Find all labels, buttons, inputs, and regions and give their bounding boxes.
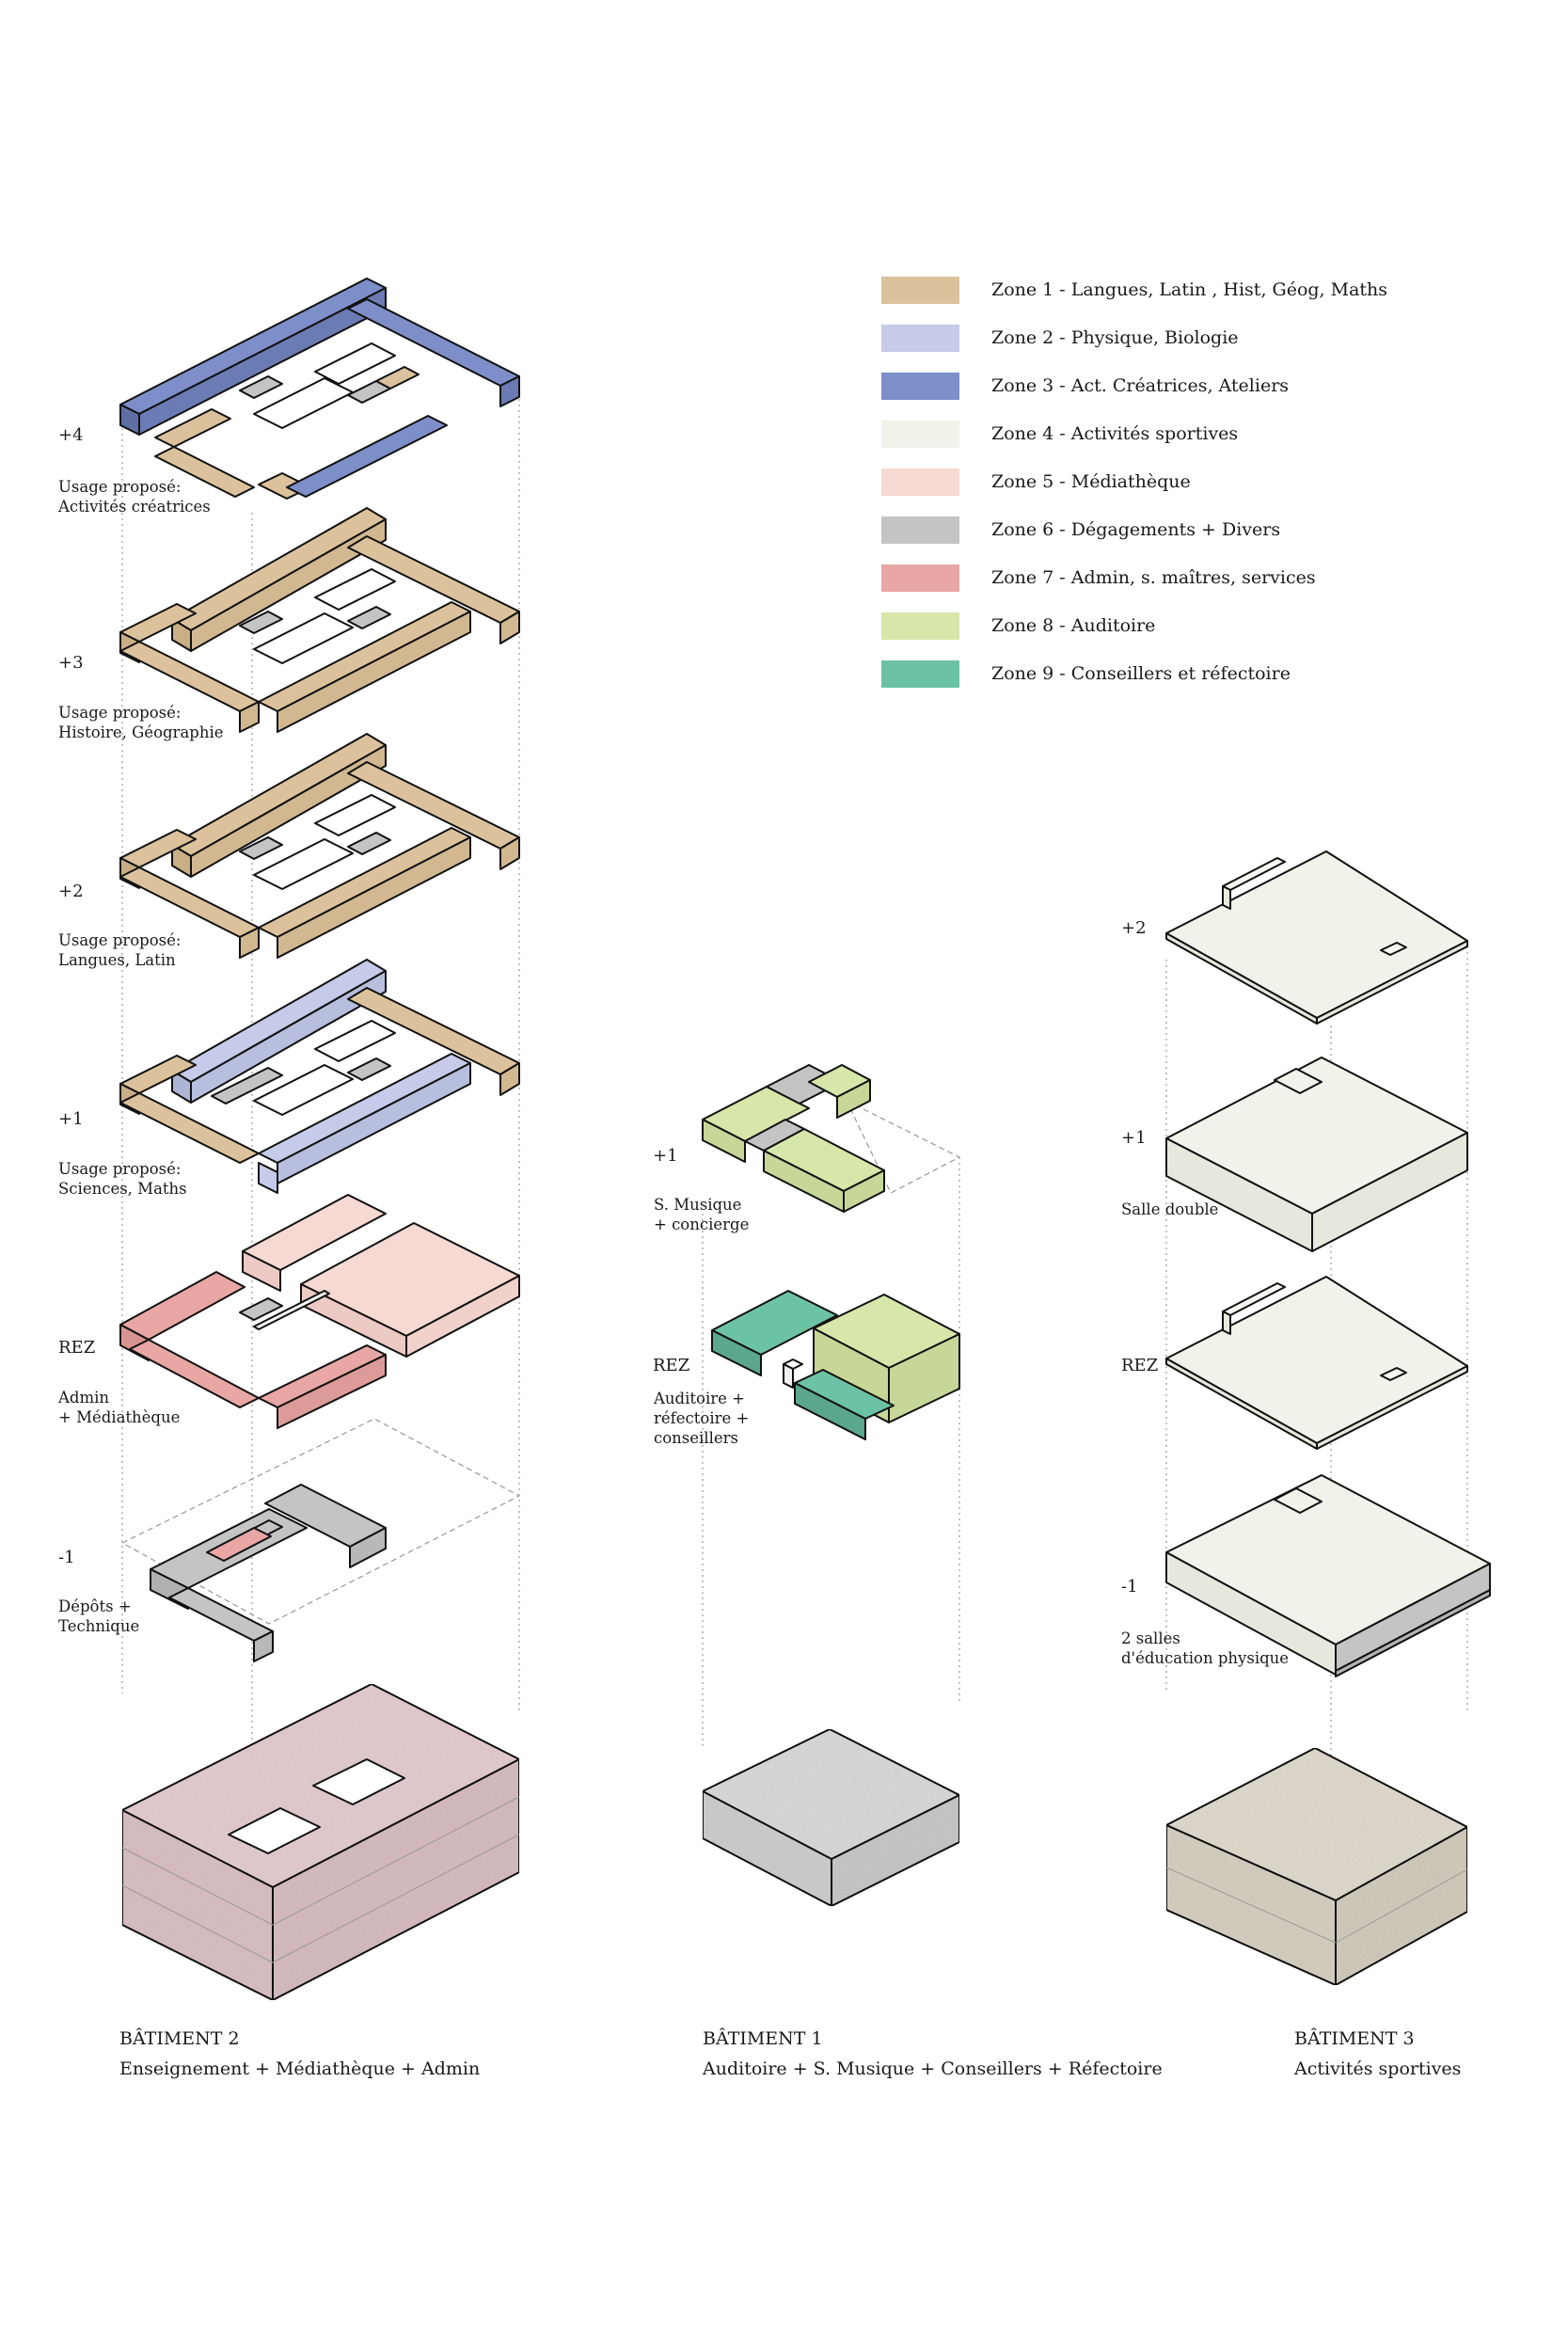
b3-floor-rez [1165, 1276, 1468, 1450]
b3-floor-plus2 [1165, 850, 1468, 1025]
b2-floor-plus4 [119, 278, 520, 500]
legend-label: Zone 7 - Admin, s. maîtres, services [991, 567, 1316, 588]
b3-usage-label: 2 salles d'éducation physique [1121, 1629, 1290, 1667]
b1-level-label: REZ [653, 1356, 690, 1375]
b2-usage-label: Admin + Médiathèque [58, 1389, 181, 1426]
legend-swatch [881, 612, 959, 640]
legend-swatch [881, 564, 959, 592]
b2-level-label: +3 [58, 653, 84, 673]
b2-floor-plus2 [119, 733, 520, 959]
b1-site-volume [702, 1728, 960, 1907]
b1-title: BÂTIMENT 1 [703, 2028, 823, 2049]
b3-level-label: -1 [1121, 1577, 1138, 1597]
b2-floor-plus1 [119, 959, 520, 1194]
legend-label: Zone 2 - Physique, Biologie [991, 327, 1239, 348]
b2-usage-label: Dépôts + Technique [58, 1597, 140, 1635]
b1-usage-label: Auditoire + réfectoire + conseillers [654, 1390, 750, 1447]
b2-usage-label: Usage proposé: Sciences, Maths [58, 1160, 187, 1198]
legend-label: Zone 1 - Langues, Latin , Hist, Géog, Ma… [991, 279, 1388, 300]
b2-floor-minus1 [121, 1418, 520, 1662]
b1-subtitle: Auditoire + S. Musique + Conseillers + R… [703, 2058, 1163, 2079]
b1-usage-label: S. Musique + concierge [654, 1196, 750, 1233]
legend-label: Zone 3 - Act. Créatrices, Ateliers [991, 375, 1290, 396]
b3-floor-plus1 [1165, 1057, 1468, 1252]
b3-level-label: +1 [1121, 1128, 1147, 1148]
legend-label: Zone 8 - Auditoire [991, 615, 1156, 636]
b2-title: BÂTIMENT 2 [119, 2028, 240, 2049]
b1-floor-rez [711, 1290, 960, 1440]
legend-label: Zone 9 - Conseillers et réfectoire [991, 663, 1291, 684]
b2-level-label: +2 [58, 882, 84, 901]
legend-label: Zone 5 - Médiathèque [991, 471, 1191, 492]
b2-level-label: +4 [58, 425, 84, 445]
b2-level-label: REZ [58, 1338, 96, 1358]
legend-swatch [881, 373, 959, 400]
b3-usage-label: Salle double [1121, 1200, 1219, 1218]
legend-swatch [881, 325, 959, 352]
b2-level-label: +1 [58, 1109, 84, 1129]
b3-site-volume [1165, 1747, 1468, 1986]
b2-subtitle: Enseignement + Médiathèque + Admin [119, 2058, 481, 2079]
b2-usage-label: Usage proposé: Activités créatrices [58, 478, 211, 516]
b2-usage-label: Usage proposé: Histoire, Géographie [58, 704, 224, 741]
b3-subtitle: Activités sportives [1294, 2058, 1462, 2079]
b1-floor-plus1 [702, 1064, 960, 1213]
b2-site-volume [121, 1683, 520, 2001]
legend-swatch [881, 516, 959, 544]
legend-swatch [881, 469, 959, 496]
legend-swatch [881, 660, 959, 688]
b2-usage-label: Usage proposé: Langues, Latin [58, 931, 182, 969]
legend-label: Zone 4 - Activités sportives [991, 423, 1239, 444]
b2-floor-plus3 [119, 507, 520, 733]
legend-swatch [881, 277, 959, 304]
b3-level-label: REZ [1121, 1356, 1159, 1375]
b1-level-label: +1 [653, 1146, 678, 1166]
legend-swatch [881, 421, 959, 448]
b3-level-label: +2 [1121, 918, 1147, 938]
guide-lines [121, 376, 1468, 1863]
legend-label: Zone 6 - Dégagements + Divers [991, 519, 1281, 540]
b3-floor-minus1 [1165, 1474, 1491, 1677]
b2-level-label: -1 [58, 1548, 75, 1567]
b2-floor-rez [119, 1194, 520, 1429]
b3-title: BÂTIMENT 3 [1294, 2028, 1415, 2049]
